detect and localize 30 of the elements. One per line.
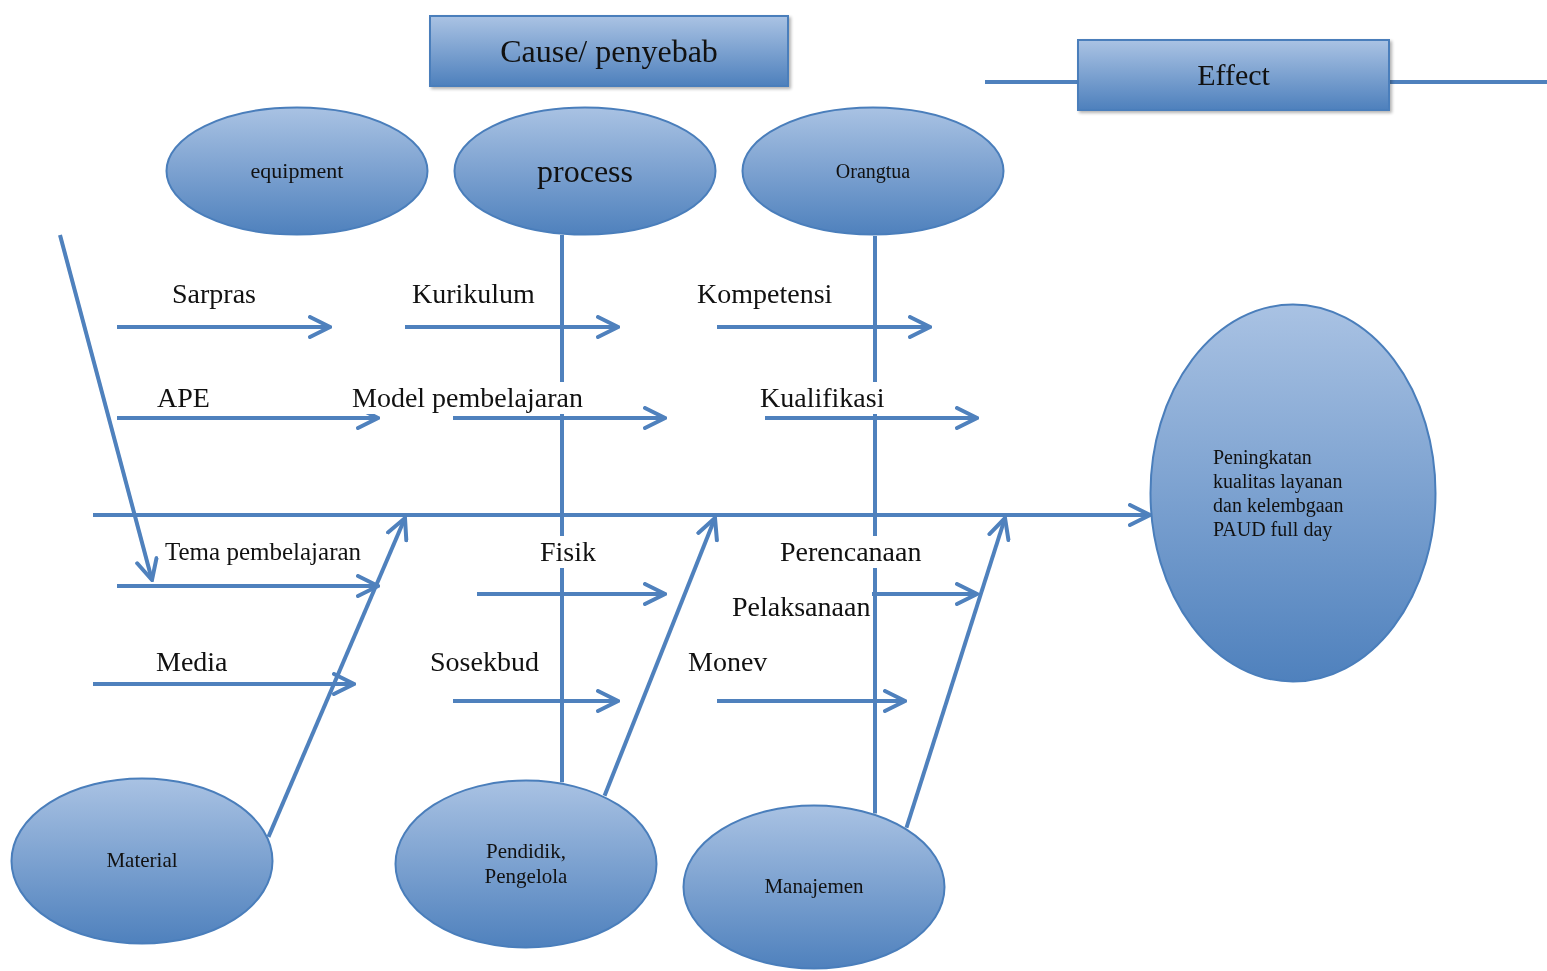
node-label: Peningkatan kualitas layanan dan kelembgaan PAUD full day [1213,445,1345,541]
node-label: Cause/ penyebab [500,31,718,71]
connector-line [873,236,877,814]
ellipse-node [165,106,429,236]
connector-line [985,80,1077,84]
node-label: Effect [1197,57,1270,93]
arrow [904,516,1011,829]
node-label: process [537,151,633,191]
ellipse-node [741,106,1005,236]
arrow [602,516,719,797]
node-label: Pendidik, Pengelola [483,838,569,890]
ellipse-node [10,777,274,945]
node-label: Manajemen [764,874,864,900]
arrow [93,503,1152,527]
ellipse-node [682,804,946,970]
title-box [429,15,789,87]
connector-line [560,235,564,783]
connector-line [1390,80,1547,84]
ellipse-node [394,779,658,949]
node-label: Orangtua [835,159,911,183]
arrow [266,516,409,838]
node-label: Material [106,848,178,874]
cause-label: Perencanaan [778,536,924,568]
node-label: equipment [250,157,344,185]
cause-label: Model pembelajaran [350,382,585,414]
ellipse-node [453,106,717,236]
cause-label: Kualifikasi [758,382,887,414]
cause-label: Fisik [538,536,599,568]
title-box [1077,39,1390,111]
ellipse-node [1149,303,1437,683]
